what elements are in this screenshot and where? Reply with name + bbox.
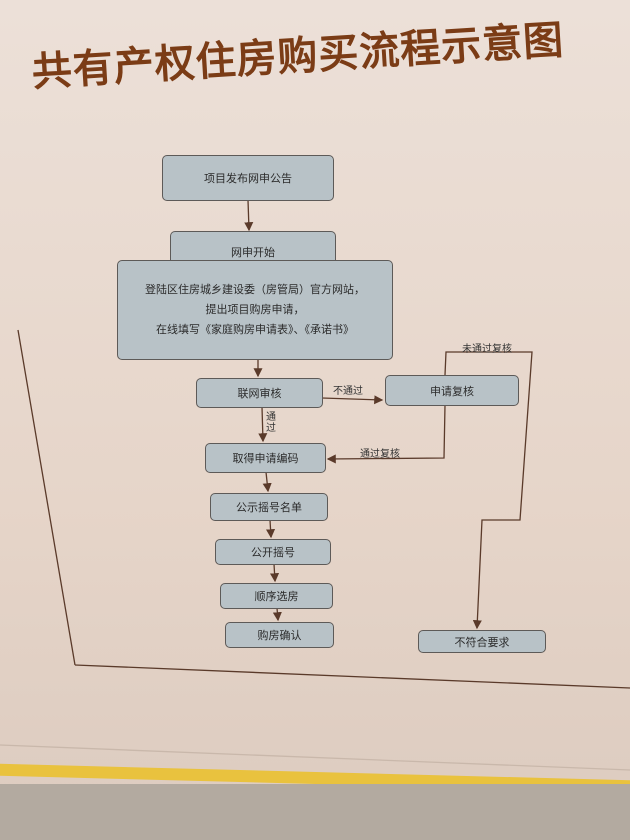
arrow-review-recheck xyxy=(321,395,384,405)
node-list: 公示摇号名单 xyxy=(210,493,328,521)
arrow-select-confirm xyxy=(272,607,282,622)
node-recheck: 申请复核 xyxy=(385,375,519,406)
frame-left-line xyxy=(17,329,76,666)
frame-bottom-line xyxy=(74,664,630,689)
arrow-review-code xyxy=(258,406,268,443)
arrow-recheck-code xyxy=(326,404,446,464)
floor xyxy=(0,784,630,840)
frame-lower-line xyxy=(0,744,630,771)
arrow-announce-start xyxy=(244,199,254,232)
edge-label-pass-recheck: 通过复核 xyxy=(360,449,400,460)
edge-label-pass: 通过 xyxy=(266,412,276,434)
arrow-recheck-reject xyxy=(444,351,533,630)
node-select: 顺序选房 xyxy=(220,583,333,609)
node-review: 联网审核 xyxy=(196,378,323,408)
arrow-list-lottery xyxy=(265,519,276,539)
node-lottery: 公开摇号 xyxy=(215,539,331,565)
node-code: 取得申请编码 xyxy=(205,443,326,473)
node-announce: 项目发布网申公告 xyxy=(162,155,334,201)
arrow-code-list xyxy=(262,471,272,493)
node-confirm: 购房确认 xyxy=(225,622,334,648)
edge-label-fail-recheck: 未通过复核 xyxy=(462,344,512,355)
start-line-2: 提出项目购房申请， xyxy=(205,303,305,316)
node-reject: 不符合要求 xyxy=(418,630,546,653)
start-line-3: 在线填写《家庭购房申请表》、《承诺书》 xyxy=(156,323,354,336)
edge-label-fail: 不通过 xyxy=(333,386,363,397)
node-start: 登陆区住房城乡建设委（房管局）官方网站， 提出项目购房申请， 在线填写《家庭购房… xyxy=(117,260,393,360)
arrow-lottery-select xyxy=(269,563,280,583)
start-line-1: 登陆区住房城乡建设委（房管局）官方网站， xyxy=(145,283,365,296)
